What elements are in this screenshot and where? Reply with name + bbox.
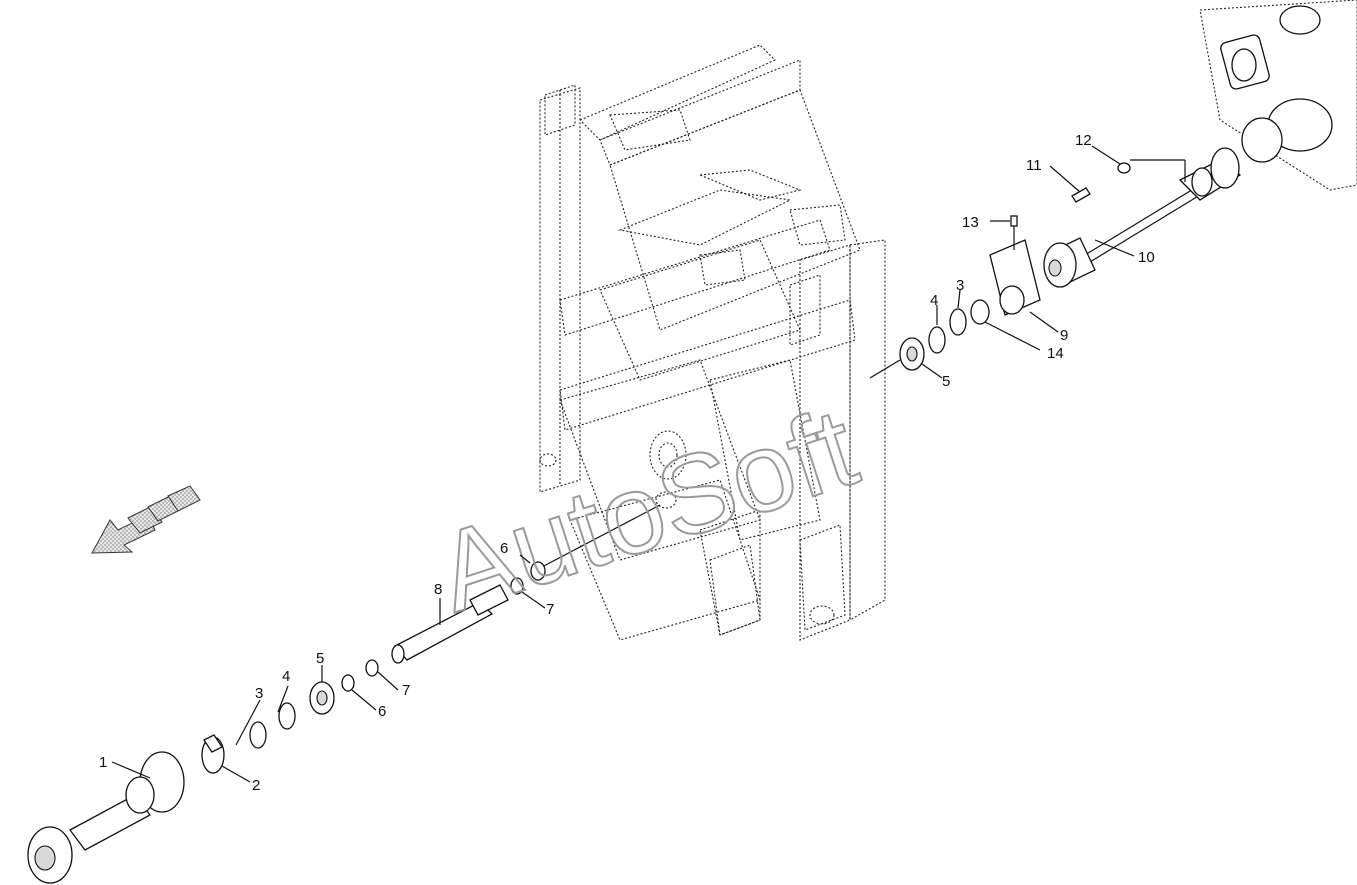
lower-shaft-assembly — [27, 561, 546, 884]
callout-labels: 1 2 3 4 5 6 7 8 7 6 5 4 3 14 9 13 10 11 … — [99, 132, 1155, 794]
cardan-shaft-assembly — [989, 147, 1242, 316]
callout-9: 9 — [1060, 327, 1068, 344]
callout-7b: 7 — [546, 601, 554, 618]
upper-ring-set — [899, 299, 990, 371]
callout-3b: 3 — [956, 277, 964, 294]
gearbox-housing — [1199, 0, 1357, 191]
callout-3a: 3 — [255, 685, 263, 702]
callout-13: 13 — [962, 214, 979, 231]
callout-6a: 6 — [378, 703, 386, 720]
callout-4a: 4 — [282, 668, 290, 685]
callout-11: 11 — [1026, 157, 1042, 174]
callout-5a: 5 — [316, 650, 324, 667]
chassis-frame — [539, 44, 886, 641]
callout-14: 14 — [1047, 345, 1064, 362]
watermark-text: AutoSoft — [423, 384, 870, 636]
assembly-axis-line-upper — [869, 359, 901, 379]
callout-12: 12 — [1075, 132, 1092, 149]
callout-8: 8 — [434, 581, 442, 598]
callout-5b: 5 — [942, 373, 950, 390]
callout-4b: 4 — [930, 292, 938, 309]
callout-10: 10 — [1138, 249, 1155, 266]
assembly-axis-line — [539, 504, 661, 569]
callout-1: 1 — [99, 754, 107, 771]
callout-6b: 6 — [500, 540, 508, 557]
leader-lines — [111, 145, 1135, 783]
direction-arrow-icon — [91, 485, 201, 554]
callout-2: 2 — [252, 777, 260, 794]
callout-7a: 7 — [402, 682, 410, 699]
